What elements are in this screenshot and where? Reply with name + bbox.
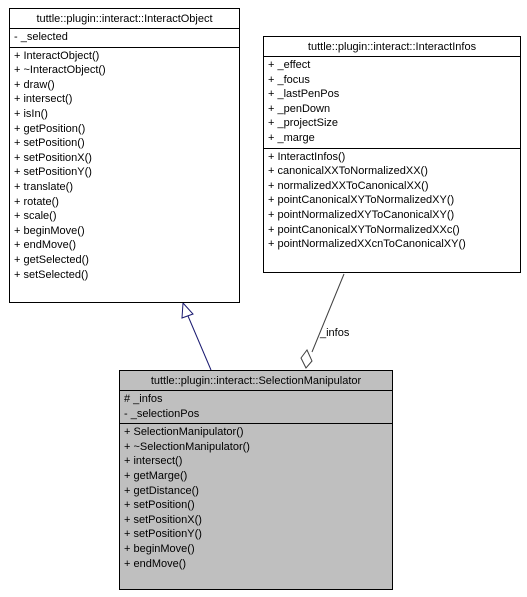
class-method: + setPosition() — [124, 499, 195, 512]
class-method: + getDistance() — [124, 484, 199, 497]
inheritance-edge — [187, 315, 212, 371]
class-method: + setPosition() — [14, 137, 85, 150]
aggregation-label: _infos — [320, 327, 350, 339]
class-method: + SelectionManipulator() — [124, 426, 244, 439]
class-attribute: + _focus — [268, 73, 310, 86]
aggregation-edge — [311, 273, 345, 353]
aggregation-diamond — [300, 349, 313, 369]
class-method: + translate() — [14, 180, 73, 193]
class-method: + setPositionY() — [14, 166, 92, 179]
class-methods: + InteractInfos() + canonicalXXToNormaliz… — [264, 147, 520, 254]
class-method: + pointNormalizedXYToCanonicalXY() — [268, 208, 455, 221]
inheritance-arrowhead — [181, 301, 194, 319]
class-method: + beginMove() — [124, 542, 195, 555]
class-title: tuttle::plugin::interact::SelectionManip… — [150, 375, 362, 387]
class-interact-object[interactable]: tuttle::plugin::interact::InteractObject… — [9, 8, 240, 303]
class-attribute: + _effect — [268, 59, 311, 71]
class-method: + intersect() — [124, 455, 183, 468]
class-attribute: + _marge — [268, 131, 315, 144]
class-method: + normalizedXXToCanonicalXX() — [268, 179, 429, 192]
class-method: + pointCanonicalXYToNormalizedXY() — [268, 194, 455, 207]
class-method: + ~SelectionManipulator() — [124, 440, 250, 453]
class-method: + endMove() — [124, 557, 187, 570]
class-method: + draw() — [14, 78, 55, 91]
class-methods: + SelectionManipulator()+ ~SelectionMani… — [120, 423, 392, 573]
class-method: + pointNormalizedXXcnToCanonicalXY() — [268, 238, 466, 251]
class-attribute: + _projectSize — [268, 117, 339, 130]
class-method: + setPositionX() — [14, 151, 92, 164]
class-interact-infos[interactable]: tuttle::plugin::interact::InteractInfos … — [263, 36, 521, 273]
class-method: + isIn() — [14, 107, 48, 120]
class-methods: + InteractObject() + ~InteractObject()+ d… — [10, 46, 239, 285]
class-method: + intersect() — [14, 93, 73, 106]
class-method: + beginMove() — [14, 224, 85, 237]
class-attribute: + _penDown — [268, 102, 331, 115]
class-title: tuttle::plugin::interact::InteractObject — [36, 13, 213, 25]
class-method: + getPosition() — [14, 122, 86, 135]
class-attribute: # _infos — [124, 393, 163, 405]
class-method: + InteractObject() — [14, 49, 100, 62]
class-method: + InteractInfos() — [268, 150, 346, 163]
class-method: + setPositionX() — [124, 513, 202, 526]
class-attribute: - _selected — [14, 31, 68, 43]
class-method: + pointCanonicalXYToNormalizedXXc() — [268, 223, 460, 236]
class-method: + canonicalXXToNormalizedXX() — [268, 165, 428, 178]
class-attributes: - _selected — [10, 28, 239, 47]
class-selection-manipulator[interactable]: tuttle::plugin::interact::SelectionManip… — [119, 370, 393, 590]
class-method: + endMove() — [14, 239, 77, 252]
class-attribute: + _lastPenPos — [268, 88, 340, 101]
class-attributes: # _infos - _selectionPos — [120, 390, 392, 423]
class-method: + setSelected() — [14, 268, 89, 281]
class-method: + setPositionY() — [124, 528, 202, 541]
class-method: + scale() — [14, 210, 57, 223]
class-method: + getMarge() — [124, 469, 188, 482]
class-attribute: - _selectionPos — [124, 407, 200, 420]
class-method: + rotate() — [14, 195, 59, 208]
class-attributes: + _effect + _focus + _lastPenPos+ _penDown… — [264, 56, 520, 148]
class-method: + ~InteractObject() — [14, 64, 106, 77]
class-title: tuttle::plugin::interact::InteractInfos — [307, 41, 477, 53]
class-method: + getSelected() — [14, 253, 89, 266]
